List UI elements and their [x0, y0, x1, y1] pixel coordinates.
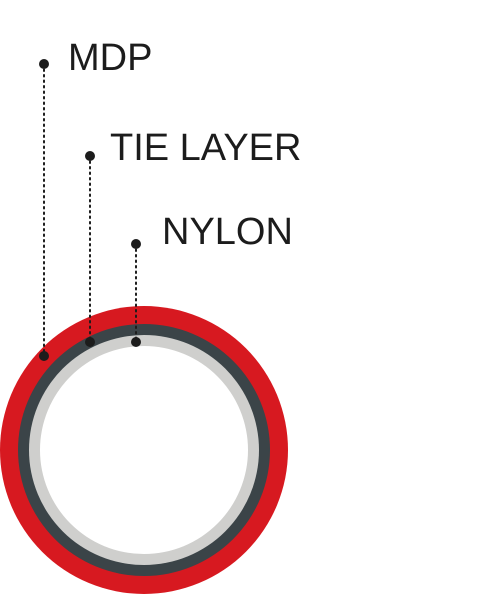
callout-label-tie-layer: TIE LAYER — [110, 127, 301, 169]
callout-dot-bottom-mdp — [39, 351, 49, 361]
callout-tie-layer: TIE LAYER — [85, 127, 301, 347]
pipe-bore — [40, 346, 248, 554]
callout-label-nylon: NYLON — [162, 211, 293, 253]
callout-dot-bottom-tie-layer — [85, 337, 95, 347]
callout-dot-top-nylon — [131, 239, 141, 249]
callout-nylon: NYLON — [131, 211, 293, 347]
callout-dot-top-mdp — [39, 59, 49, 69]
callout-dot-top-tie-layer — [85, 151, 95, 161]
callout-label-mdp: MDP — [68, 37, 152, 79]
callout-mdp: MDP — [39, 37, 152, 361]
callout-dot-bottom-nylon — [131, 337, 141, 347]
pipe-cross-section — [0, 306, 288, 594]
